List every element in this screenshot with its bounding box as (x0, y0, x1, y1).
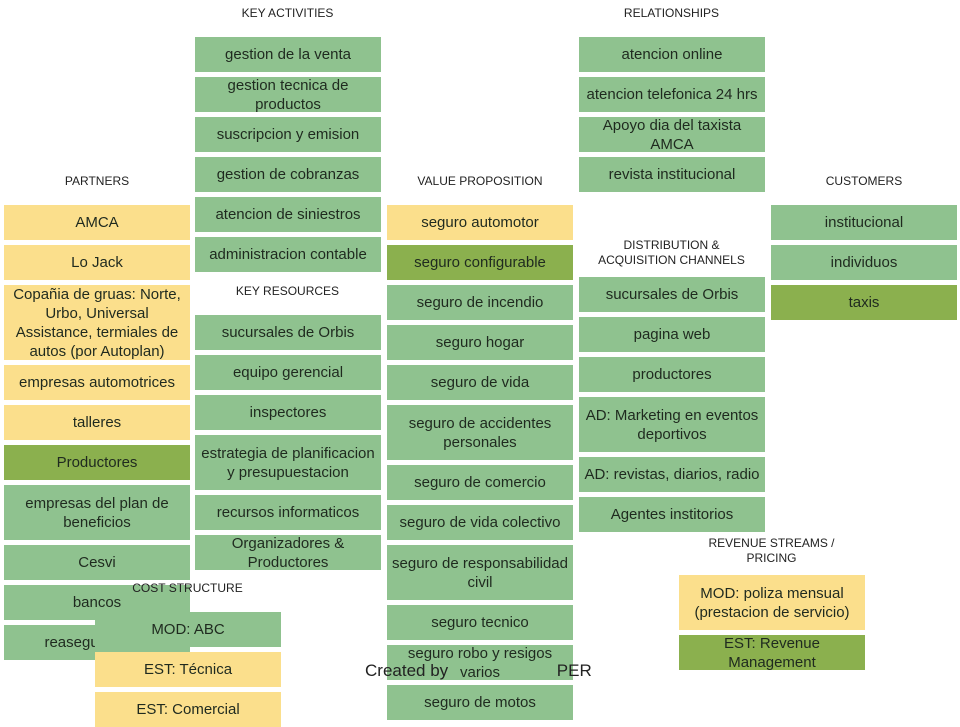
resource-box: sucursales de Orbis (195, 315, 381, 350)
activity-box: atencion de siniestros (195, 197, 381, 232)
cost-box: EST: Técnica (95, 652, 281, 687)
resource-box: estrategia de planificacion y presupuest… (195, 435, 381, 490)
revenue-box: MOD: poliza mensual (prestacion de servi… (679, 575, 865, 630)
value-box: seguro de accidentes personales (387, 405, 573, 460)
value-proposition-header: VALUE PROPOSITION (417, 174, 543, 188)
resource-box: inspectores (195, 395, 381, 430)
partner-box: Copañia de gruas: Norte, Urbo, Universal… (4, 285, 190, 360)
value-box: seguro de vida (387, 365, 573, 400)
credit-text: Created by PER (365, 661, 592, 680)
activity-box: gestion de la venta (195, 37, 381, 72)
value-box: seguro tecnico (387, 605, 573, 640)
value-box: seguro de motos (387, 685, 573, 720)
value-box: seguro de incendio (387, 285, 573, 320)
value-box: seguro automotor (387, 205, 573, 240)
resource-box: recursos informaticos (195, 495, 381, 530)
customer-box: institucional (771, 205, 957, 240)
channel-box: pagina web (579, 317, 765, 352)
activity-box: gestion tecnica de productos (195, 77, 381, 113)
relationships-header: RELATIONSHIPS (623, 6, 720, 20)
partner-box: Productores (4, 445, 190, 480)
distribution-header: DISTRIBUTION & ACQUISITION CHANNELS (598, 238, 745, 267)
activity-box: suscripcion y emision (195, 117, 381, 152)
partners-header: PARTNERS (64, 174, 130, 188)
activity-box: gestion de cobranzas (195, 157, 381, 192)
key-activities-header: KEY ACTIVITIES (241, 6, 334, 20)
customers-header: CUSTOMERS (825, 174, 903, 188)
value-box: seguro de vida colectivo (387, 505, 573, 540)
channel-box: AD: revistas, diarios, radio (579, 457, 765, 492)
activity-box: administracion contable (195, 237, 381, 272)
channel-box: productores (579, 357, 765, 392)
partner-box: Cesvi (4, 545, 190, 580)
channel-box: Agentes institorios (579, 497, 765, 532)
channel-box: AD: Marketing en eventos deportivos (579, 397, 765, 452)
cost-box: EST: Comercial (95, 692, 281, 727)
partner-box: AMCA (4, 205, 190, 240)
channel-box: sucursales de Orbis (579, 277, 765, 312)
customer-box: taxis (771, 285, 957, 320)
revenue-header: REVENUE STREAMS / PRICING (708, 536, 835, 565)
resource-box: Organizadores & Productores (195, 535, 381, 571)
cost-box: MOD: ABC (95, 612, 281, 647)
value-box: seguro de responsabilidad civil (387, 545, 573, 600)
value-box: seguro configurable (387, 245, 573, 280)
partner-box: empresas del plan de beneficios (4, 485, 190, 540)
value-box: seguro hogar (387, 325, 573, 360)
key-resources-header: KEY RESOURCES (235, 284, 340, 298)
customer-box: individuos (771, 245, 957, 280)
partner-box: empresas automotrices (4, 365, 190, 400)
partner-box: Lo Jack (4, 245, 190, 280)
revenue-box: EST: Revenue Management (679, 635, 865, 671)
relationship-box: revista institucional (579, 157, 765, 192)
cost-header: COST STRUCTURE (132, 581, 243, 595)
partner-box: talleres (4, 405, 190, 440)
relationship-box: Apoyo dia del taxista AMCA (579, 117, 765, 153)
value-box: seguro de comercio (387, 465, 573, 500)
value-box: seguro robo y resigos varios (387, 645, 573, 681)
relationship-box: atencion online (579, 37, 765, 72)
relationship-box: atencion telefonica 24 hrs (579, 77, 765, 112)
resource-box: equipo gerencial (195, 355, 381, 390)
